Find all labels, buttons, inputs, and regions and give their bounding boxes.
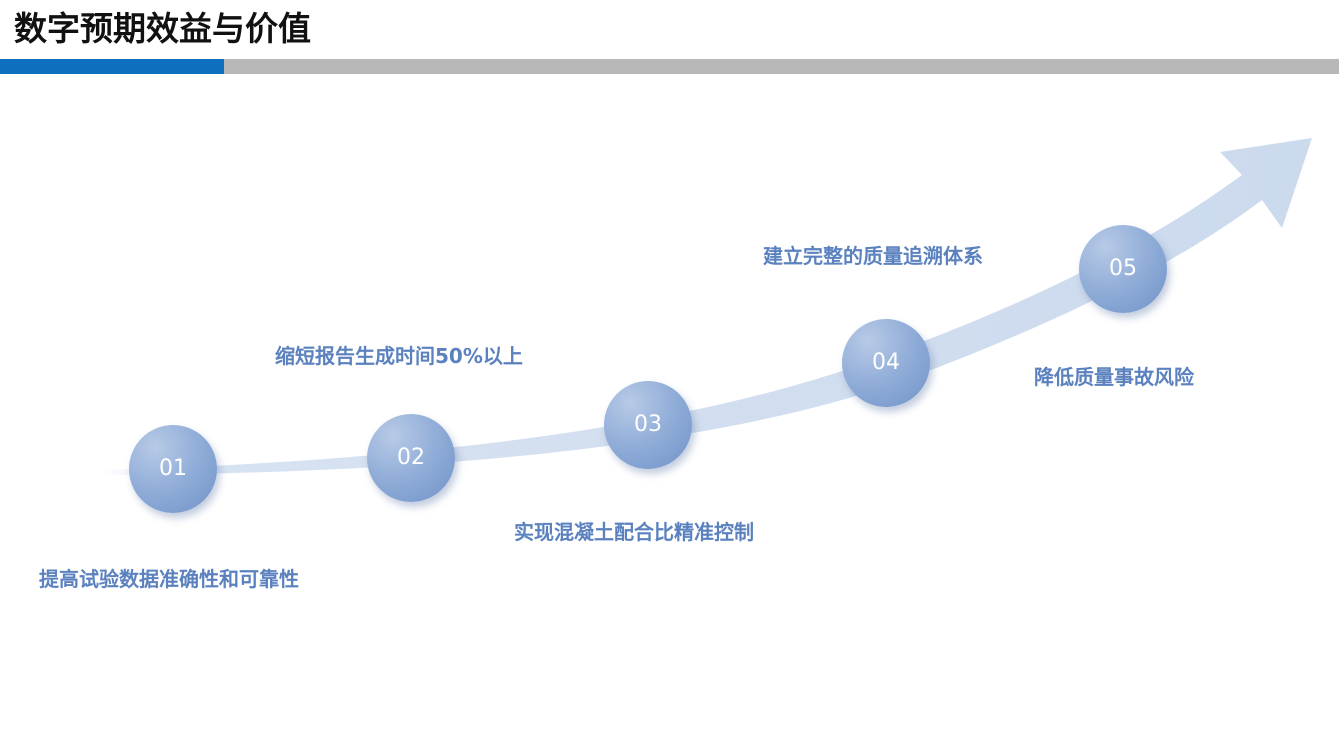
step-text-02: 缩短报告生成时间50%以上 (275, 344, 523, 368)
header-accent-bar (0, 59, 224, 74)
step-node-01: 01 (129, 425, 217, 513)
step-text-01: 提高试验数据准确性和可靠性 (39, 567, 299, 591)
step-text-05: 降低质量事故风险 (1034, 365, 1194, 389)
header-divider (0, 59, 1339, 74)
step-text-03: 实现混凝土配合比精准控制 (514, 520, 754, 544)
step-node-02: 02 (367, 414, 455, 502)
step-node-03: 03 (604, 381, 692, 469)
arrow-body (100, 138, 1312, 475)
step-node-05: 05 (1079, 225, 1167, 313)
step-node-04: 04 (842, 319, 930, 407)
page-title: 数字预期效益与价值 (14, 9, 311, 48)
step-text-04: 建立完整的质量追溯体系 (763, 244, 983, 268)
